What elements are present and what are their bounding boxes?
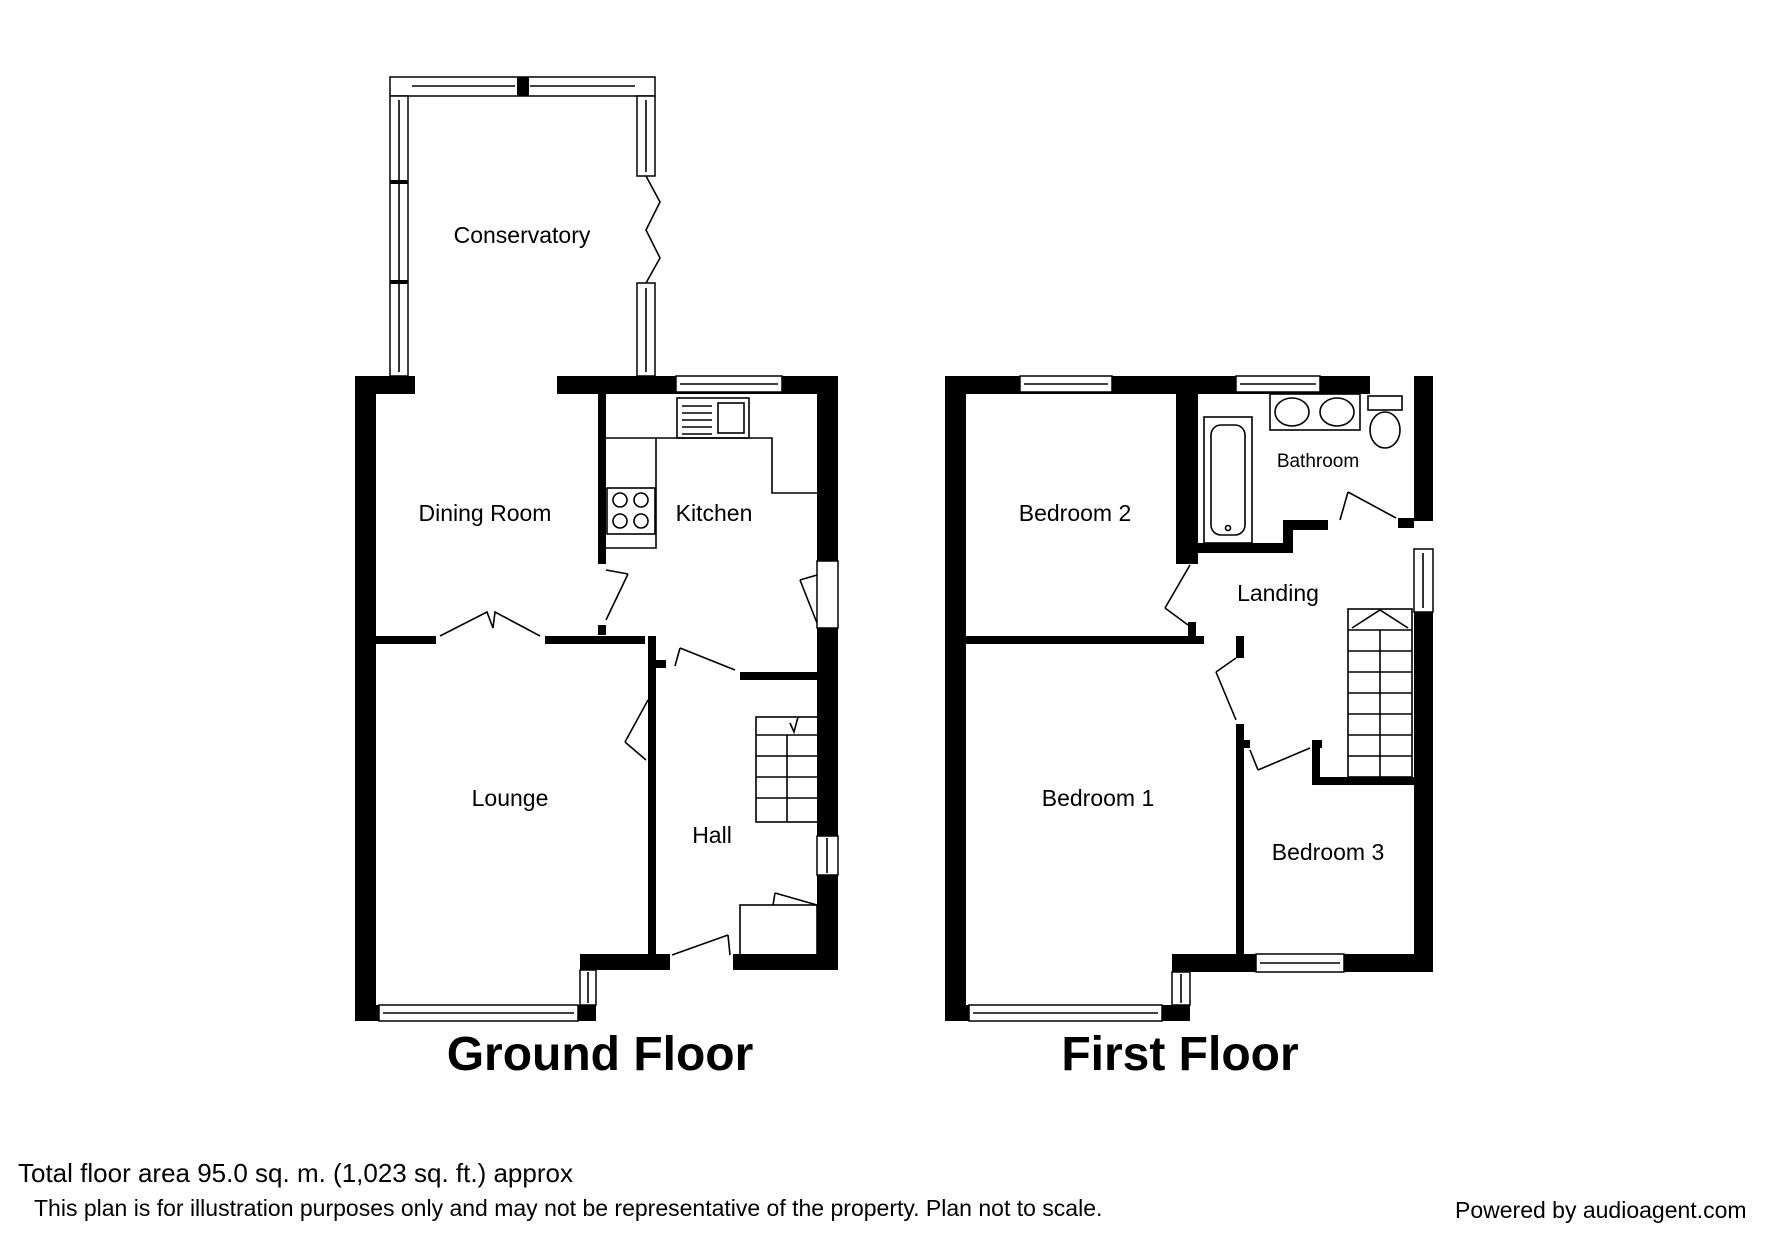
conservatory-frame: [389, 76, 661, 377]
kitchen-fixtures: [606, 397, 817, 549]
landing-stairs: [1347, 608, 1413, 778]
first-floor-walls: [945, 376, 1433, 1021]
room-label-dining-room: Dining Room: [419, 500, 552, 526]
floor-title-first: First Floor: [1061, 1028, 1298, 1081]
room-label-bathroom: Bathroom: [1277, 451, 1359, 472]
room-label-landing: Landing: [1237, 580, 1319, 606]
first-floor-windows: [968, 375, 1434, 1022]
room-label-conservatory: Conservatory: [454, 222, 591, 248]
room-label-hall: Hall: [692, 822, 732, 848]
first-floor-plan: Bedroom 2 Bathroom Landing Bedroom 1 Bed…: [945, 375, 1434, 1081]
first-floor-doors: [1164, 491, 1397, 771]
total-floor-area: Total floor area 95.0 sq. m. (1,023 sq. …: [18, 1158, 573, 1188]
room-label-bedroom-2: Bedroom 2: [1019, 500, 1132, 526]
hall-stairs: [739, 716, 819, 956]
room-label-bedroom-3: Bedroom 3: [1272, 839, 1385, 865]
disclaimer-text: This plan is for illustration purposes o…: [34, 1195, 1103, 1221]
powered-by-credit: Powered by audioagent.com: [1455, 1197, 1747, 1223]
room-label-bedroom-1: Bedroom 1: [1042, 785, 1155, 811]
room-label-lounge: Lounge: [472, 785, 549, 811]
room-label-kitchen: Kitchen: [676, 500, 753, 526]
ground-floor-windows: [378, 375, 839, 1022]
ground-floor-doors: [439, 569, 818, 956]
bathroom-fixtures: [1203, 393, 1403, 544]
ground-floor-walls: [355, 376, 838, 1021]
ground-floor-plan: Conservatory Dining Room Kitchen Lounge …: [355, 76, 839, 1081]
floor-title-ground: Ground Floor: [447, 1028, 754, 1081]
